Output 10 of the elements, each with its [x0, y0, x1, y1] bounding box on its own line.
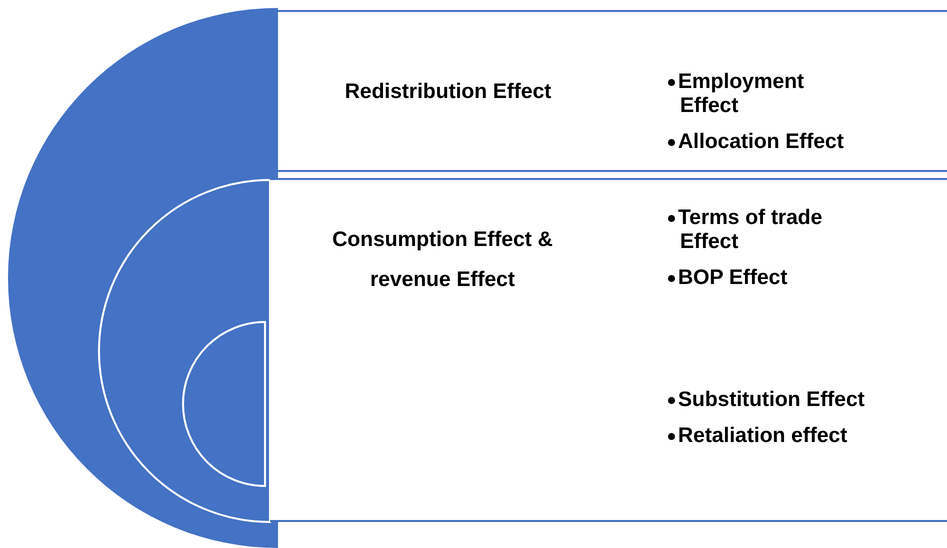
bullet-item: Substitution Effect [668, 388, 928, 412]
text-band [270, 178, 947, 522]
bullet-item: Employment Effect [668, 70, 868, 118]
bullet-item: Terms of trade Effect [668, 206, 868, 254]
band-heading: Consumption Effect & revenue Effect [331, 227, 554, 293]
band-heading: Redistribution Effect [344, 79, 552, 105]
bullet-item: BOP Effect [668, 266, 868, 290]
text-band [278, 10, 947, 172]
bullet-item: Allocation Effect [668, 130, 868, 154]
bullet-item: Retaliation effect [668, 424, 928, 448]
